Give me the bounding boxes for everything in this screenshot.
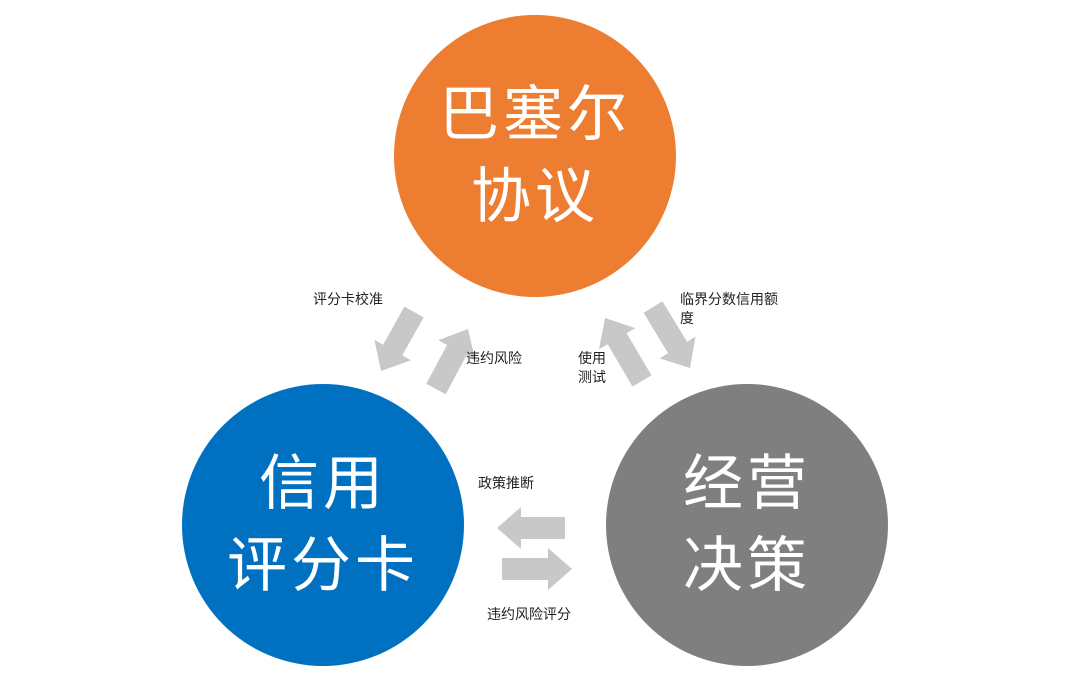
edge-label-default-risk-score: 违约风险评分 xyxy=(487,607,571,623)
arrow-scorecard-to-decision xyxy=(502,548,572,590)
edge-label-cutoff-limit-line1: 临界分数信用额 xyxy=(680,292,778,308)
node-basel-line2: 协议 xyxy=(471,162,599,232)
node-basel-accord: 巴塞尔 协议 xyxy=(394,15,676,297)
edge-label-scorecard-calibration: 评分卡校准 xyxy=(313,292,383,308)
node-decision-line2: 决策 xyxy=(683,531,811,601)
edge-label-default-risk: 违约风险 xyxy=(466,351,522,367)
arrow-group xyxy=(374,301,696,590)
arrow-scorecard-to-basel xyxy=(426,329,476,395)
arrow-basel-to-scorecard xyxy=(374,306,424,371)
arrow-decision-to-scorecard xyxy=(497,507,565,549)
node-business-decision: 经营 决策 xyxy=(606,384,888,666)
arrow-decision-to-basel xyxy=(599,318,652,387)
edge-label-use-test-line2: 测试 xyxy=(578,370,606,386)
node-scorecard-line1: 信用 xyxy=(259,449,387,519)
node-scorecard-line2: 评分卡 xyxy=(227,531,419,601)
node-basel-line1: 巴塞尔 xyxy=(439,80,631,150)
edge-label-policy-inference: 政策推断 xyxy=(478,476,534,492)
edge-label-use-test-line1: 使用 xyxy=(578,351,606,367)
arrow-basel-to-decision xyxy=(643,301,696,368)
edge-label-cutoff-limit-line2: 度 xyxy=(680,311,694,327)
node-decision-line1: 经营 xyxy=(683,449,811,519)
node-credit-scorecard: 信用 评分卡 xyxy=(182,384,464,666)
